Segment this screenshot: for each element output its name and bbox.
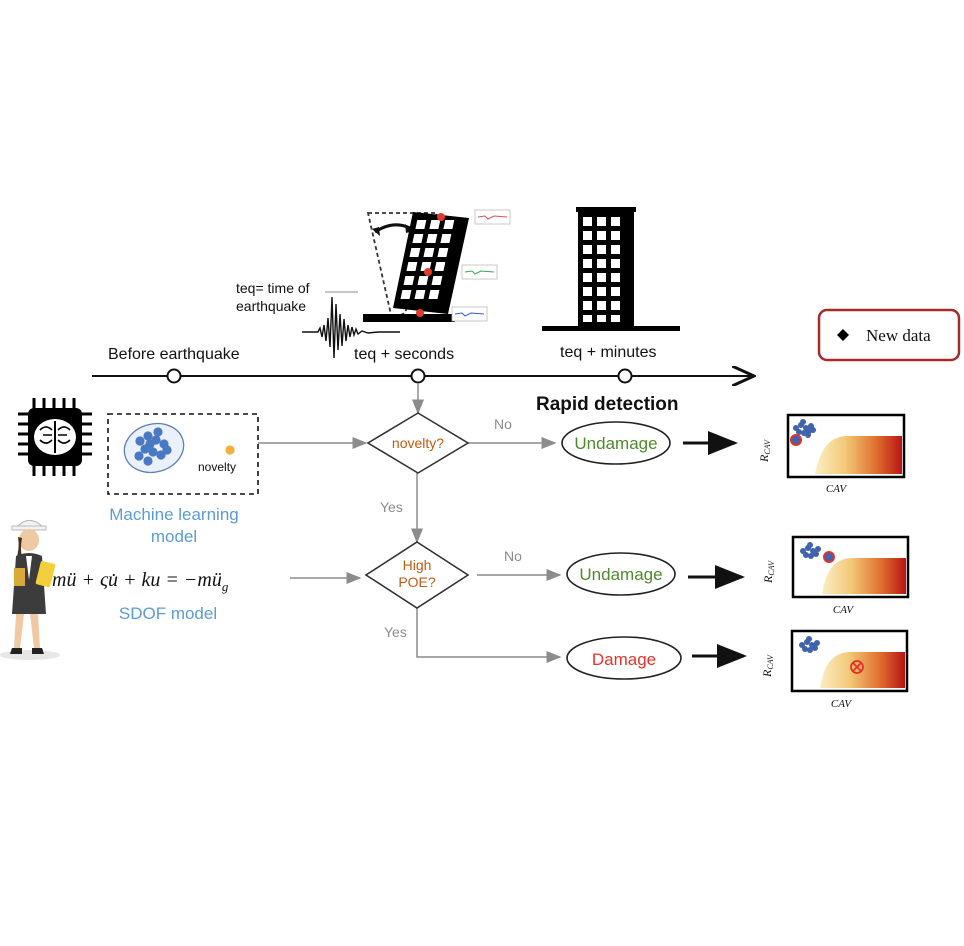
fragility-plot: RCAV CAV xyxy=(761,535,910,616)
seismogram-icon xyxy=(302,291,400,359)
high-poe-label-line1: High xyxy=(403,557,432,573)
teq-definition-line2: earthquake xyxy=(236,298,306,314)
damage-point-marker xyxy=(850,660,864,674)
novelty-decision: novelty? xyxy=(366,412,470,474)
fragility-plot: RCAV CAV xyxy=(760,629,909,710)
decision-yes-label: Yes xyxy=(384,624,407,640)
sdof-equation: mü + ςu̇ + ku = −müg xyxy=(52,569,229,594)
sdof-caption: SDOF model xyxy=(119,604,217,623)
outcome-damage: Damage xyxy=(566,636,682,680)
decision-no-label: No xyxy=(494,416,512,432)
new-data-legend: New data xyxy=(817,308,961,362)
decision-no-label: No xyxy=(504,548,522,564)
swaying-building-icon xyxy=(363,209,511,322)
plot-xlabel: CAV xyxy=(833,604,855,616)
ml-model-box: novelty xyxy=(107,413,259,495)
outcome-damage-label: Damage xyxy=(592,650,656,669)
plot-xlabel: CAV xyxy=(831,698,853,710)
sensor-signal-thumbnail xyxy=(461,264,498,280)
before-earthquake-label: Before earthquake xyxy=(108,346,240,363)
new-data-label: New data xyxy=(866,326,931,345)
teq-minutes-label: teq + minutes xyxy=(560,344,657,361)
novelty-point xyxy=(225,445,235,455)
timeline xyxy=(92,370,752,383)
high-poe-decision: High POE? xyxy=(364,541,470,609)
high-poe-label-line2: POE? xyxy=(398,574,436,590)
novelty-point-label: novelty xyxy=(198,460,236,474)
ml-caption-line2: model xyxy=(151,527,197,546)
novelty-decision-label: novelty? xyxy=(392,435,444,451)
sensor-signal-thumbnail xyxy=(474,209,511,225)
teq-seconds-label: teq + seconds xyxy=(354,346,454,363)
plot-xlabel: CAV xyxy=(826,483,848,495)
timeline-node-minutes xyxy=(617,368,633,384)
ml-caption-line1: Machine learning xyxy=(109,505,238,524)
plot-ylabel: RCAV xyxy=(760,654,775,678)
diamond-marker-icon xyxy=(837,329,849,341)
new-data-point xyxy=(823,551,835,563)
teq-definition-line1: teq= time of xyxy=(236,280,310,296)
flow-arrows xyxy=(258,383,562,663)
data-cluster xyxy=(134,427,172,466)
plot-ylabel: RCAV xyxy=(761,560,776,584)
decision-yes-label: Yes xyxy=(380,499,403,515)
outcome-undamage-label: Undamage xyxy=(574,434,657,453)
timeline-node-before xyxy=(166,368,182,384)
result-arrows xyxy=(683,431,747,668)
new-data-point xyxy=(790,434,802,446)
fragility-plot: RCAV CAV xyxy=(757,413,906,495)
standing-building-icon xyxy=(542,207,680,331)
outcome-undamage-label: Undamage xyxy=(579,565,662,584)
outcome-undamage: Undamage xyxy=(566,552,676,596)
rapid-detection-title: Rapid detection xyxy=(536,394,679,415)
sensor-signal-thumbnail xyxy=(451,306,488,322)
ai-chip-brain-icon xyxy=(18,398,92,476)
outcome-undamage: Undamage xyxy=(561,421,671,465)
timeline-node-seconds xyxy=(410,368,426,384)
engineer-woman-icon xyxy=(0,520,60,660)
plot-ylabel: RCAV xyxy=(757,439,772,463)
